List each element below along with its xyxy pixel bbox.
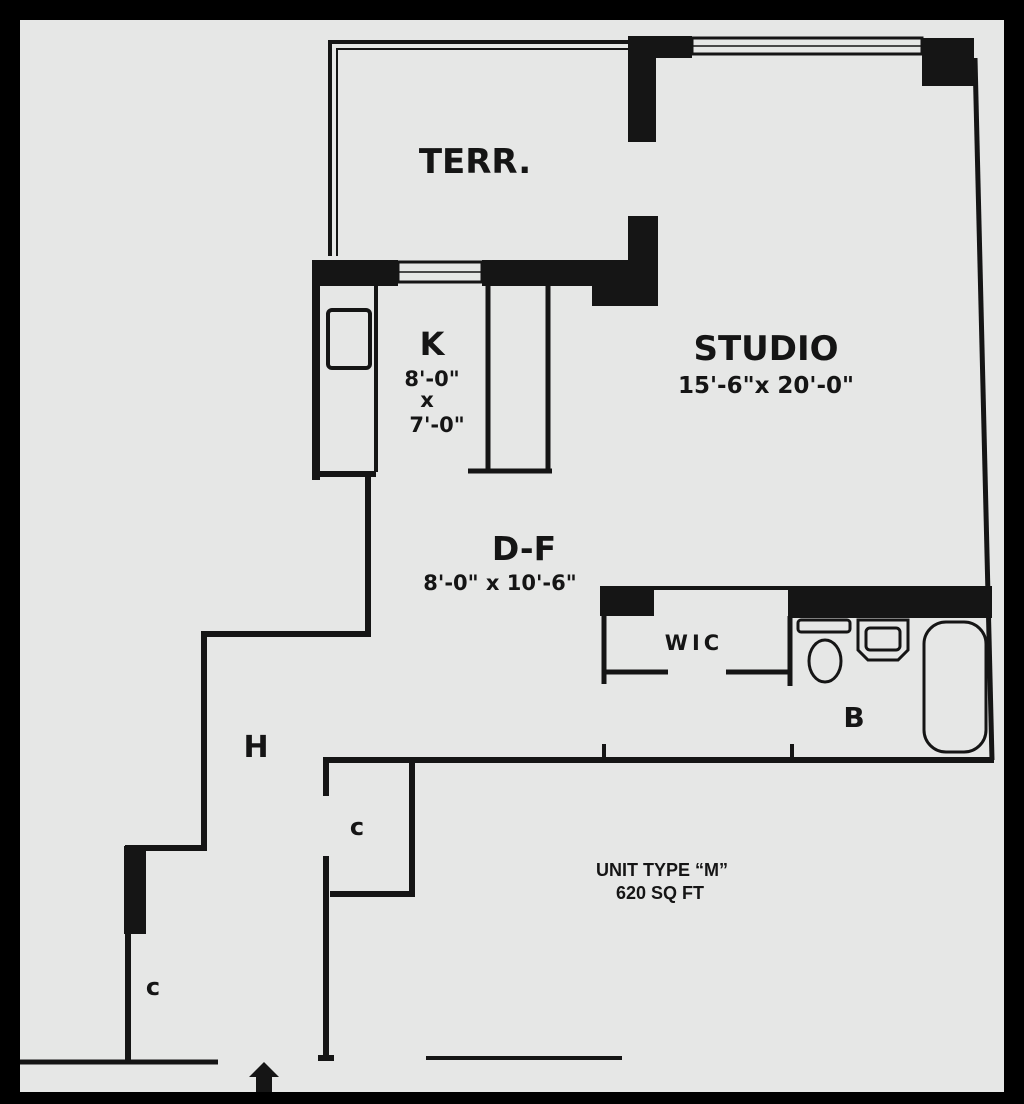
terrace-railing xyxy=(328,40,630,256)
wic-label: WIC xyxy=(665,631,723,655)
hall-column xyxy=(124,846,146,934)
hall-label: H xyxy=(243,730,268,765)
kitchen-dim-line3: 7'-0" xyxy=(409,413,464,437)
studio-dims: 15'-6"x 20'-0" xyxy=(678,373,854,399)
paper-background xyxy=(20,20,1004,1092)
kitchen-label: K xyxy=(420,325,446,363)
toilet-bowl xyxy=(807,638,843,684)
bath-wall-top xyxy=(788,586,992,618)
terrace-column xyxy=(628,36,656,142)
kitchen-cabinets xyxy=(468,286,552,474)
studio-corner-column xyxy=(922,38,974,86)
unit-area-label: 620 SQ FT xyxy=(616,883,704,903)
toilet-tank xyxy=(796,618,852,634)
kitchen-sink xyxy=(326,308,372,370)
kitchen-wall-top xyxy=(312,260,398,286)
studio-window xyxy=(690,36,924,56)
wic-walls xyxy=(601,616,793,686)
bath-sink xyxy=(856,618,910,662)
kitchen-wall-left xyxy=(312,260,320,480)
kitchen-dim-line2: x xyxy=(420,388,434,412)
unit-type-label: UNIT TYPE “M” xyxy=(596,860,728,880)
bathroom-label: B xyxy=(843,701,864,734)
kitchen-window xyxy=(396,260,484,284)
kitchen-dim-line1: 8'-0" xyxy=(404,367,459,391)
dining-foyer-label: D-F xyxy=(492,529,556,568)
exterior-wall-right xyxy=(972,57,995,761)
bath-fixtures xyxy=(796,618,988,754)
dining-foyer-dims: 8'-0" x 10'-6" xyxy=(423,571,576,595)
entry-arrow-icon xyxy=(249,1062,279,1092)
terrace-label: TERR. xyxy=(419,142,531,182)
closet-left-label: c xyxy=(146,973,160,1001)
bathtub xyxy=(922,620,988,754)
studio-label: STUDIO xyxy=(693,329,838,369)
closet-center-label: c xyxy=(350,813,364,841)
wic-wall-top xyxy=(600,586,654,616)
kitchen-wall-block xyxy=(592,262,658,306)
closet-walls xyxy=(318,757,994,1061)
